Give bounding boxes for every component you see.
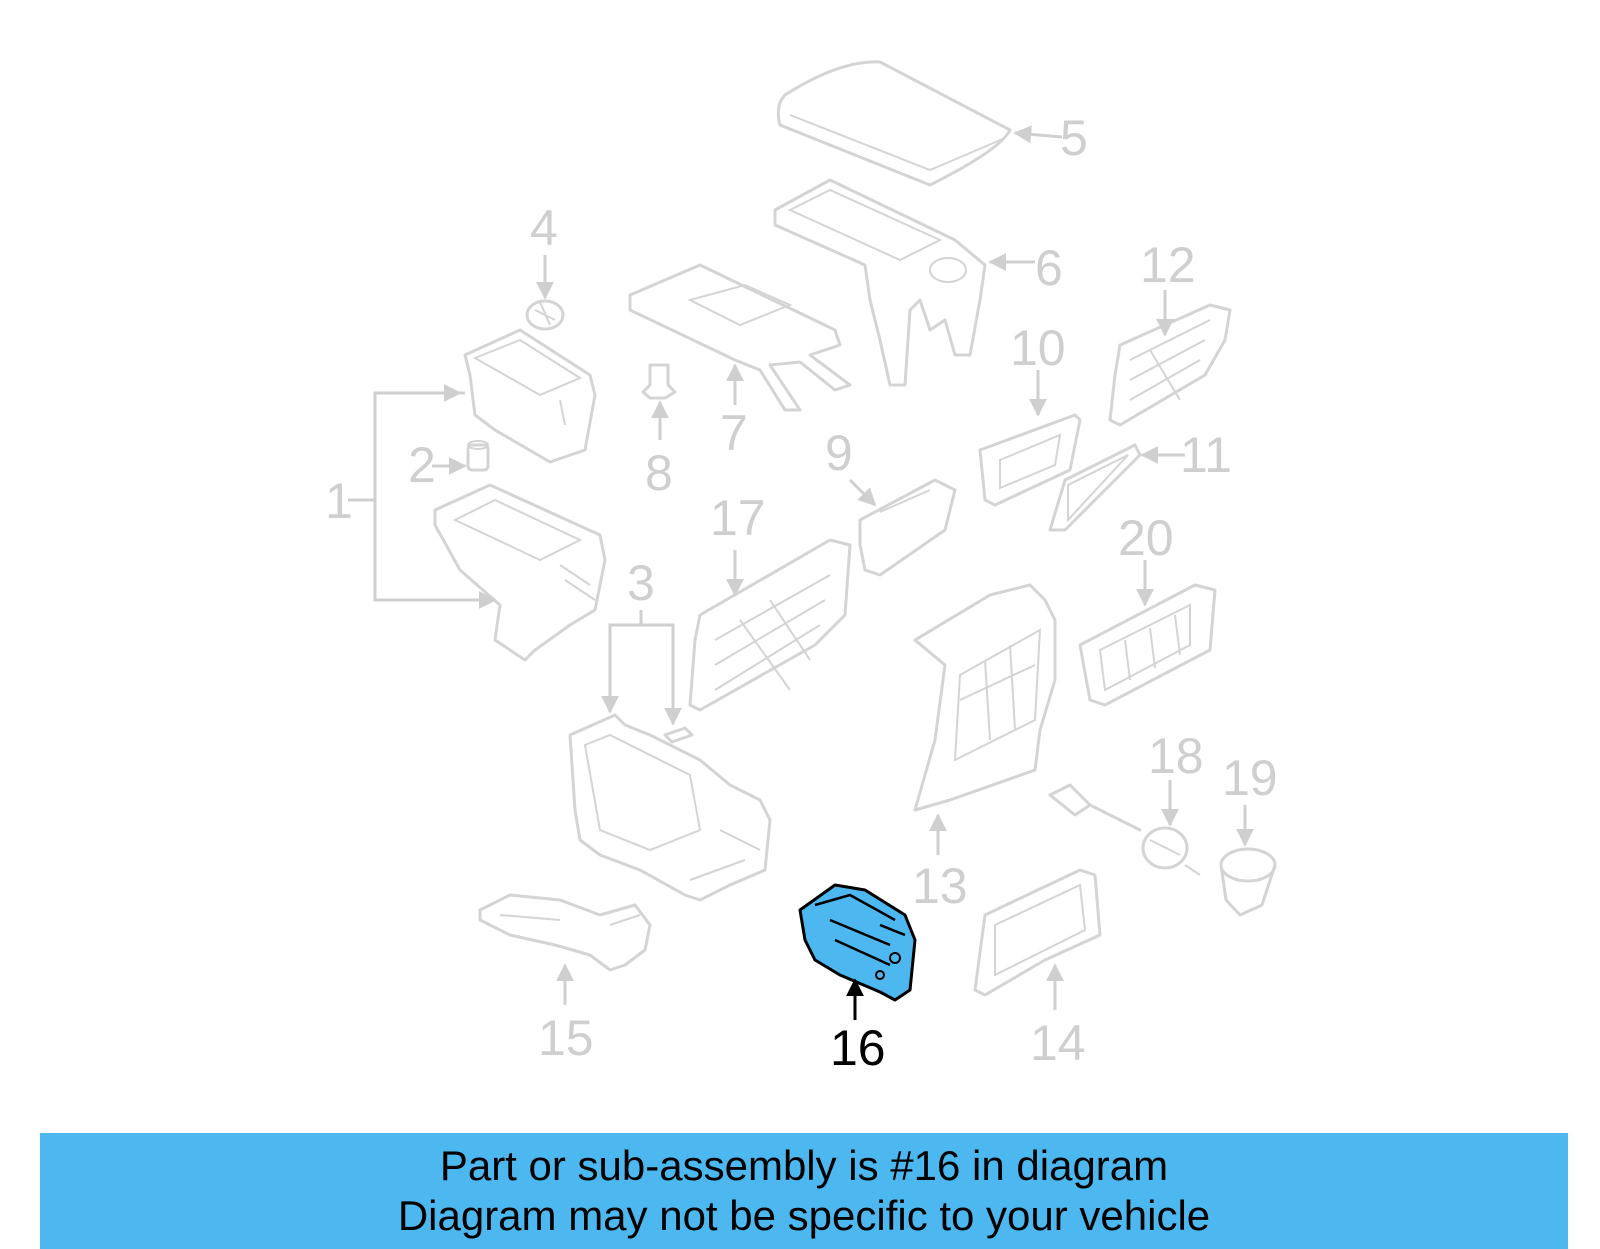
callout-19: 19 <box>1222 750 1278 806</box>
part-15-duct <box>478 893 652 972</box>
callout-7: 7 <box>720 405 748 461</box>
banner-line-2: Diagram may not be specific to your vehi… <box>397 1192 1211 1239</box>
callout-16: 16 <box>830 1020 886 1076</box>
part-14-lower-panel <box>973 868 1102 997</box>
banner-line-1: Part or sub-assembly is #16 in diagram <box>439 1142 1169 1189</box>
part-10-panel <box>978 413 1082 507</box>
callout-15: 15 <box>538 1010 594 1066</box>
part-2-plug <box>466 440 490 472</box>
part-5-armrest-lid <box>776 60 1012 187</box>
callout-14: 14 <box>1030 1015 1086 1071</box>
callout-10: 10 <box>1010 320 1066 376</box>
part-11-trim-plate <box>1048 443 1142 532</box>
part-12-rear-panel <box>1108 303 1232 427</box>
callout-13: 13 <box>912 858 968 914</box>
part-17-center-panel <box>688 538 852 712</box>
part-8-clip <box>641 363 677 400</box>
callout-12: 12 <box>1140 237 1196 293</box>
part-19-ring <box>1219 847 1277 917</box>
part-9-switch-panel <box>858 478 957 577</box>
callout-20: 20 <box>1118 510 1174 566</box>
info-banner: Part or sub-assembly is #16 in diagram D… <box>40 1133 1568 1249</box>
part-18-outlet <box>1048 783 1201 876</box>
callout-18: 18 <box>1148 728 1204 784</box>
callout-5: 5 <box>1060 110 1088 166</box>
part-4-cap <box>525 299 565 331</box>
part-16-highlighted <box>798 883 917 1002</box>
callout-17: 17 <box>710 490 766 546</box>
callout-4: 4 <box>530 200 558 256</box>
part-20-rear-vent <box>1078 583 1217 707</box>
callout-9: 9 <box>825 425 853 481</box>
callout-6: 6 <box>1035 240 1063 296</box>
callout-8: 8 <box>645 445 673 501</box>
callout-11: 11 <box>1180 427 1232 483</box>
part-7-trim-bracket <box>628 263 852 412</box>
part-1-console-tray <box>433 483 607 662</box>
part-1-storage-bin <box>463 328 597 464</box>
part-13-rear-trim <box>913 583 1057 812</box>
callout-3: 3 <box>627 555 655 611</box>
callout-2: 2 <box>408 437 436 493</box>
part-3-clip <box>663 726 694 744</box>
part-3-console-body <box>568 713 772 902</box>
callout-1: 1 <box>325 473 353 529</box>
part-6-armrest-base <box>773 178 987 387</box>
